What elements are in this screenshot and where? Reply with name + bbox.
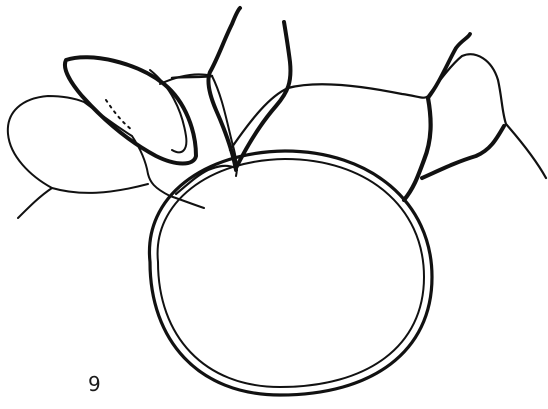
oval-inner-outline: [150, 70, 186, 152]
top-vein-left: [208, 8, 240, 170]
central-cell: [149, 151, 432, 395]
right-vein-branch-lower: [422, 126, 504, 178]
right-vein-main: [404, 98, 431, 200]
central-cell-inner-wall: [158, 159, 424, 387]
top-vein-right: [236, 22, 290, 168]
right-vein-branch-upper: [428, 34, 470, 98]
left-lobed-cell-lower-edge: [52, 184, 148, 193]
left-lobed-cell: [8, 96, 204, 218]
panel-label: 9: [88, 372, 101, 396]
right-vein-network: [404, 34, 504, 200]
upper-left-oval-structure: [65, 57, 237, 176]
oval-outer-outline: [65, 57, 196, 163]
top-vein-network: [172, 8, 290, 170]
